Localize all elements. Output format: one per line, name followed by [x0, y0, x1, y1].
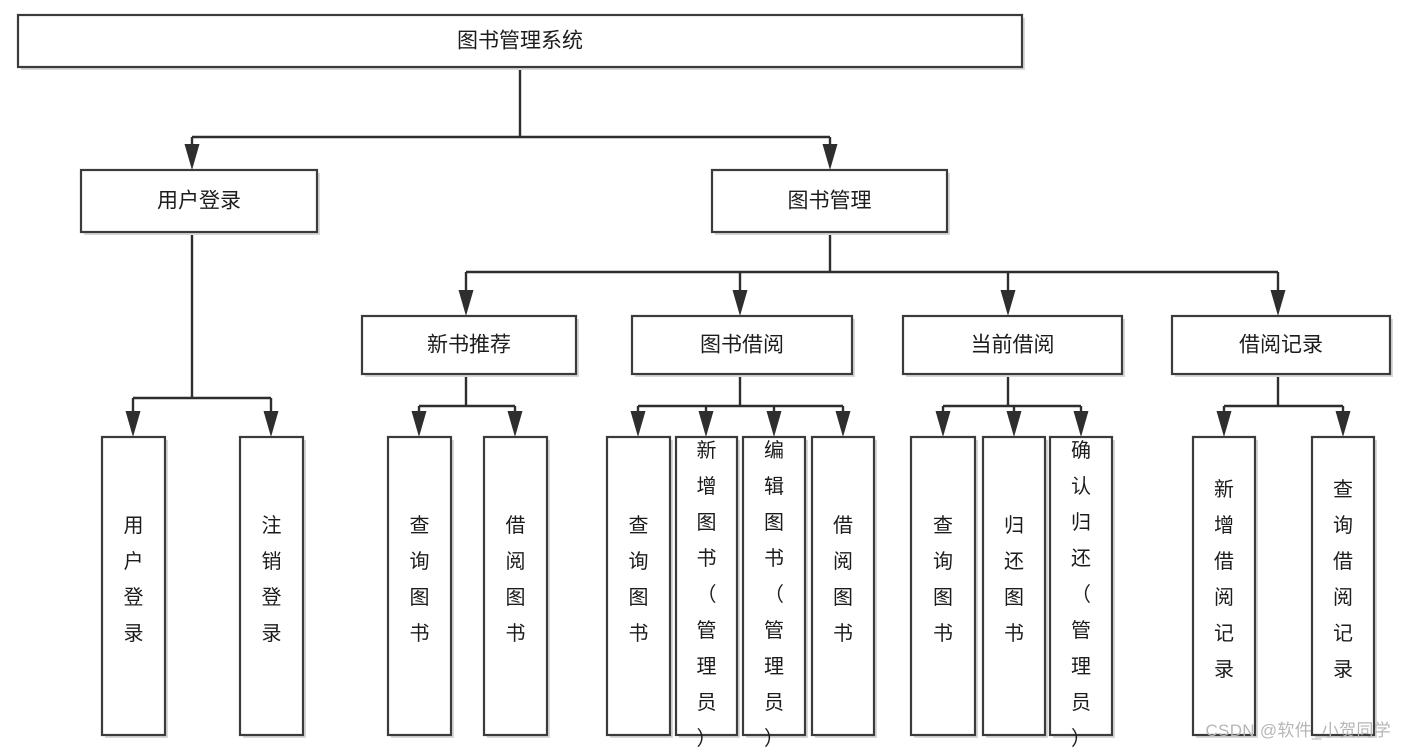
node-rect[interactable] [100, 435, 167, 737]
node-rect[interactable] [1048, 435, 1114, 737]
node-leaf-return-book[interactable]: 归还图书 [981, 435, 1048, 738]
node-leaf-user-login[interactable]: 用户登录 [100, 435, 168, 738]
node-rect[interactable] [79, 168, 319, 234]
node-rect[interactable] [981, 435, 1047, 737]
node-rect[interactable] [630, 314, 854, 376]
node-label: 查询图书 [933, 514, 953, 645]
edge-group [125, 232, 279, 437]
node-rect[interactable] [386, 435, 453, 737]
edge-group [935, 374, 1089, 437]
edge-arrowhead [263, 411, 279, 437]
edge-arrowhead [766, 411, 782, 437]
node-label: 确认归还（管理员） [1071, 439, 1091, 747]
node-label: 查询借阅记录 [1333, 478, 1353, 681]
node-label: 当前借阅 [971, 334, 1055, 357]
node-leaf-borrow-book-rec[interactable]: 借阅图书 [482, 435, 550, 738]
edge-arrowhead [822, 144, 838, 170]
node-label: 新增借阅记录 [1214, 478, 1234, 681]
edge-group [458, 232, 1286, 316]
node-label: 用户登录 [124, 515, 144, 645]
node-leaf-query-book-borrow[interactable]: 查询图书 [605, 435, 673, 738]
node-current-borrow[interactable]: 当前借阅 [901, 314, 1125, 377]
node-rect[interactable] [1170, 314, 1392, 376]
edge-arrowhead [507, 411, 523, 437]
node-leaf-query-record[interactable]: 查询借阅记录 [1310, 435, 1377, 738]
node-rect[interactable] [674, 435, 739, 737]
node-rect[interactable] [710, 168, 949, 234]
edge-arrowhead [1216, 411, 1232, 437]
node-rect[interactable] [741, 435, 807, 737]
node-rect[interactable] [360, 314, 578, 376]
edge-arrowhead [1270, 290, 1286, 316]
edge-arrowhead [1000, 290, 1016, 316]
node-book-manage[interactable]: 图书管理 [710, 168, 950, 235]
node-label: 注销登录 [262, 514, 282, 645]
node-rect[interactable] [16, 13, 1024, 69]
nodes-layer: 图书管理系统用户登录图书管理新书推荐图书借阅当前借阅借阅记录用户登录注销登录查询… [16, 13, 1393, 747]
node-rect[interactable] [901, 314, 1124, 376]
node-label: 用户登录 [157, 190, 241, 213]
edge-arrowhead [1073, 411, 1089, 437]
node-leaf-query-book-rec[interactable]: 查询图书 [386, 435, 454, 738]
node-book-borrow[interactable]: 图书借阅 [630, 314, 855, 377]
node-leaf-edit-book[interactable]: 编辑图书（管理员） [741, 435, 808, 747]
node-label: 图书借阅 [700, 334, 784, 357]
node-new-book-recommend[interactable]: 新书推荐 [360, 314, 579, 377]
edge-arrowhead [698, 411, 714, 437]
node-rect[interactable] [909, 435, 977, 737]
edge-arrowhead [1006, 411, 1022, 437]
node-leaf-query-book-cur[interactable]: 查询图书 [909, 435, 978, 738]
edges-layer [125, 67, 1351, 437]
edge-arrowhead [732, 290, 748, 316]
node-rect[interactable] [238, 435, 305, 737]
node-label: 新增图书（管理员） [697, 439, 717, 747]
edge-group [184, 67, 838, 170]
node-leaf-add-book[interactable]: 新增图书（管理员） [674, 435, 740, 747]
node-rect[interactable] [810, 435, 876, 737]
node-leaf-borrow-book[interactable]: 借阅图书 [810, 435, 877, 738]
node-label: 图书管理 [788, 190, 872, 213]
node-label: 归还图书 [1004, 514, 1024, 645]
node-borrow-record[interactable]: 借阅记录 [1170, 314, 1393, 377]
node-rect[interactable] [605, 435, 672, 737]
edge-group [411, 374, 523, 437]
edge-arrowhead [935, 411, 951, 437]
edge-group [630, 374, 851, 437]
edge-arrowhead [411, 411, 427, 437]
node-leaf-confirm-return[interactable]: 确认归还（管理员） [1048, 435, 1115, 747]
edge-arrowhead [125, 411, 141, 437]
node-rect[interactable] [1191, 435, 1257, 737]
node-label: 借阅图书 [506, 514, 526, 645]
node-label: 图书管理系统 [457, 30, 583, 53]
edge-arrowhead [184, 144, 200, 170]
edge-arrowhead [835, 411, 851, 437]
edge-group [1216, 374, 1351, 437]
node-label: 查询图书 [629, 514, 649, 645]
node-label: 借阅记录 [1239, 334, 1323, 357]
node-label: 借阅图书 [833, 514, 853, 645]
edge-arrowhead [630, 411, 646, 437]
edge-arrowhead [458, 290, 474, 316]
edge-arrowhead [1335, 411, 1351, 437]
node-leaf-logout[interactable]: 注销登录 [238, 435, 306, 738]
node-label: 新书推荐 [427, 334, 511, 357]
node-rect[interactable] [1310, 435, 1376, 737]
node-user-login[interactable]: 用户登录 [79, 168, 320, 235]
node-rect[interactable] [482, 435, 549, 737]
node-leaf-add-record[interactable]: 新增借阅记录 [1191, 435, 1258, 738]
node-root[interactable]: 图书管理系统 [16, 13, 1025, 70]
node-label: 查询图书 [410, 514, 430, 645]
node-label: 编辑图书（管理员） [764, 439, 784, 747]
